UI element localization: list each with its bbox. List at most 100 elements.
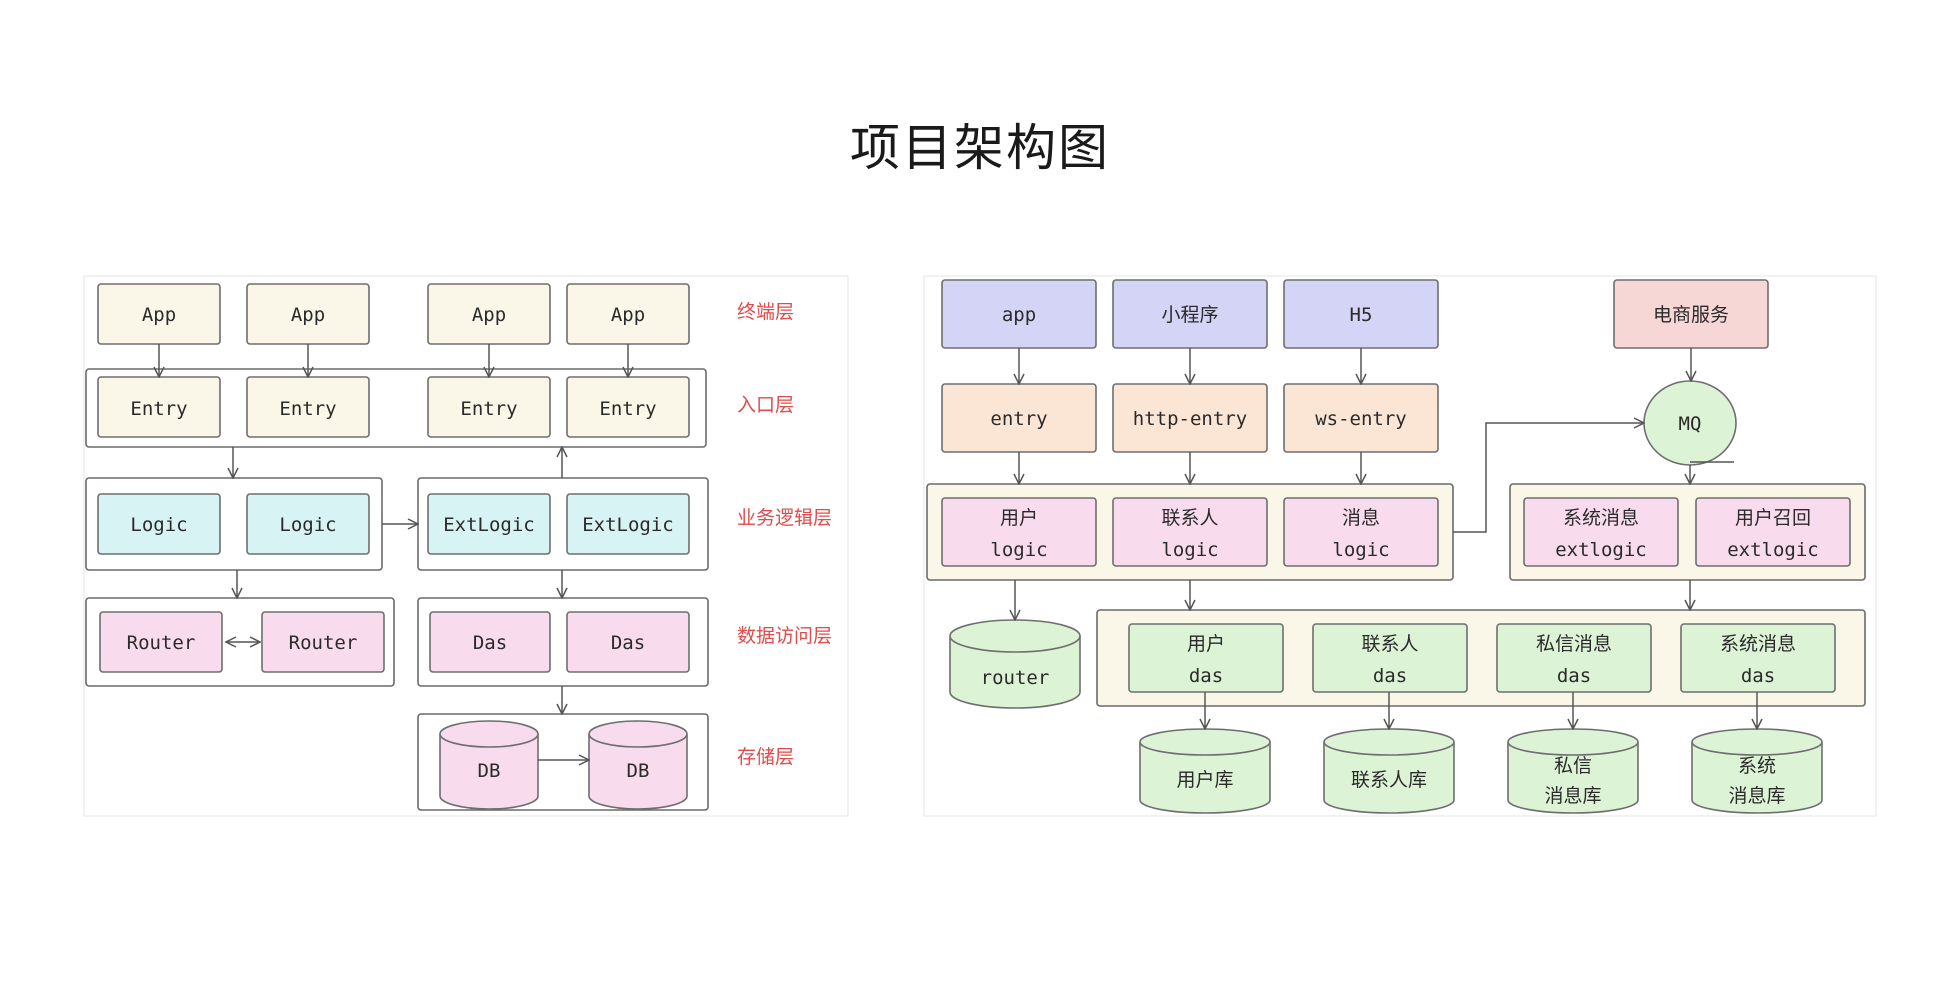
left-router-2-label: Router (289, 632, 358, 654)
left-extlogic-2-label: ExtLogic (582, 514, 674, 536)
right-entry-label: entry (990, 408, 1047, 430)
right-logic-user-l1: 用户 (1000, 507, 1038, 529)
right-router-label: router (981, 667, 1050, 689)
right-logic-message: 消息 logic (1283, 497, 1439, 567)
left-das-2: Das (566, 611, 690, 673)
right-http-entry-label: http-entry (1133, 408, 1247, 430)
left-das-1: Das (429, 611, 551, 673)
left-app-4: App (566, 283, 690, 345)
right-client-app-label: app (1002, 304, 1036, 326)
right-extlogic-recall-l1: 用户召回 (1735, 507, 1811, 529)
right-ws-entry: ws-entry (1283, 383, 1439, 453)
left-router-1: Router (99, 611, 223, 673)
left-app-4-label: App (611, 304, 645, 326)
left-extlogic-1: ExtLogic (427, 493, 551, 555)
layer-label-entry: 入口层 (737, 394, 794, 416)
left-logic-2: Logic (246, 493, 370, 555)
right-mq: MQ (1643, 380, 1737, 466)
layer-label-logic: 业务逻辑层 (737, 507, 832, 529)
right-ecommerce-service: 电商服务 (1613, 279, 1769, 349)
right-http-entry: http-entry (1112, 383, 1268, 453)
right-db-system-msg-l1: 系统 (1738, 755, 1776, 777)
right-das-system-msg-l1: 系统消息 (1720, 633, 1796, 655)
right-das-private-msg: 私信消息 das (1496, 623, 1652, 693)
left-db-2-label: DB (627, 760, 650, 782)
right-das-contact-l1: 联系人 (1361, 633, 1418, 655)
left-entry-1-label: Entry (130, 398, 187, 420)
right-das-user-l2: das (1189, 665, 1223, 687)
right-db-system-msg-l2: 消息库 (1728, 785, 1785, 807)
left-das-1-label: Das (473, 632, 507, 654)
left-extlogic-2: ExtLogic (566, 493, 690, 555)
left-db-1-label: DB (478, 760, 501, 782)
left-logic-1-label: Logic (130, 514, 187, 536)
layer-label-storage: 存储层 (737, 746, 794, 768)
left-router-2: Router (261, 611, 385, 673)
left-entry-3-label: Entry (460, 398, 517, 420)
left-db-2: DB (588, 720, 688, 810)
right-das-system-msg-l2: das (1741, 665, 1775, 687)
right-db-user: 用户库 (1139, 728, 1271, 814)
right-das-contact: 联系人 das (1312, 623, 1468, 693)
right-das-private-msg-l1: 私信消息 (1536, 633, 1612, 655)
right-logic-user: 用户 logic (941, 497, 1097, 567)
left-extlogic-1-label: ExtLogic (443, 514, 535, 536)
layer-label-data-access: 数据访问层 (737, 625, 832, 647)
left-logic-1: Logic (97, 493, 221, 555)
right-client-app: app (941, 279, 1097, 349)
right-client-miniprogram: 小程序 (1112, 279, 1268, 349)
left-entry-2-label: Entry (279, 398, 336, 420)
left-entry-2: Entry (246, 376, 370, 438)
right-db-private-msg-l2: 消息库 (1544, 785, 1601, 807)
left-diagram: App App App App Entry Entry Entry Entry … (83, 275, 849, 817)
left-db-1: DB (439, 720, 539, 810)
left-app-3-label: App (472, 304, 506, 326)
right-db-private-msg: 私信 消息库 (1507, 728, 1639, 814)
right-client-h5-label: H5 (1350, 304, 1373, 326)
right-db-user-label: 用户库 (1176, 769, 1233, 791)
layer-label-terminal: 终端层 (737, 301, 794, 323)
entry-group (85, 368, 707, 448)
arrow-logic-to-mq (1453, 423, 1644, 533)
right-das-system-msg: 系统消息 das (1680, 623, 1836, 693)
right-extlogic-recall-l2: extlogic (1727, 539, 1819, 561)
left-das-2-label: Das (611, 632, 645, 654)
right-router-db: router (949, 619, 1081, 709)
right-extlogic-system: 系统消息 extlogic (1523, 497, 1679, 567)
left-entry-3: Entry (427, 376, 551, 438)
right-extlogic-system-l2: extlogic (1555, 539, 1647, 561)
right-ecommerce-label: 电商服务 (1653, 304, 1729, 326)
right-db-contact: 联系人库 (1323, 728, 1455, 814)
right-client-h5: H5 (1283, 279, 1439, 349)
left-entry-4-label: Entry (599, 398, 656, 420)
right-logic-contact-l1: 联系人 (1161, 507, 1218, 529)
right-das-contact-l2: das (1373, 665, 1407, 687)
right-logic-contact: 联系人 logic (1112, 497, 1268, 567)
right-das-user-l1: 用户 (1187, 633, 1225, 655)
right-extlogic-recall: 用户召回 extlogic (1695, 497, 1851, 567)
right-das-user: 用户 das (1128, 623, 1284, 693)
right-client-miniprogram-label: 小程序 (1161, 304, 1218, 326)
right-logic-user-l2: logic (990, 539, 1047, 561)
left-entry-1: Entry (97, 376, 221, 438)
right-logic-message-l1: 消息 (1342, 507, 1380, 529)
right-diagram: app 小程序 H5 电商服务 entry http-entry ws-entr… (923, 275, 1877, 817)
right-entry: entry (941, 383, 1097, 453)
left-app-1-label: App (142, 304, 176, 326)
right-mq-label: MQ (1679, 413, 1702, 435)
left-router-1-label: Router (127, 632, 196, 654)
right-db-private-msg-l1: 私信 (1554, 755, 1592, 777)
right-logic-message-l2: logic (1332, 539, 1389, 561)
right-logic-contact-l2: logic (1161, 539, 1218, 561)
right-db-system-msg: 系统 消息库 (1691, 728, 1823, 814)
left-app-1: App (97, 283, 221, 345)
right-extlogic-system-l1: 系统消息 (1563, 507, 1639, 529)
right-db-contact-label: 联系人库 (1351, 769, 1427, 791)
left-app-2: App (246, 283, 370, 345)
left-entry-4: Entry (566, 376, 690, 438)
page-title: 项目架构图 (850, 119, 1110, 177)
left-app-3: App (427, 283, 551, 345)
right-das-private-msg-l2: das (1557, 665, 1591, 687)
left-logic-2-label: Logic (279, 514, 336, 536)
